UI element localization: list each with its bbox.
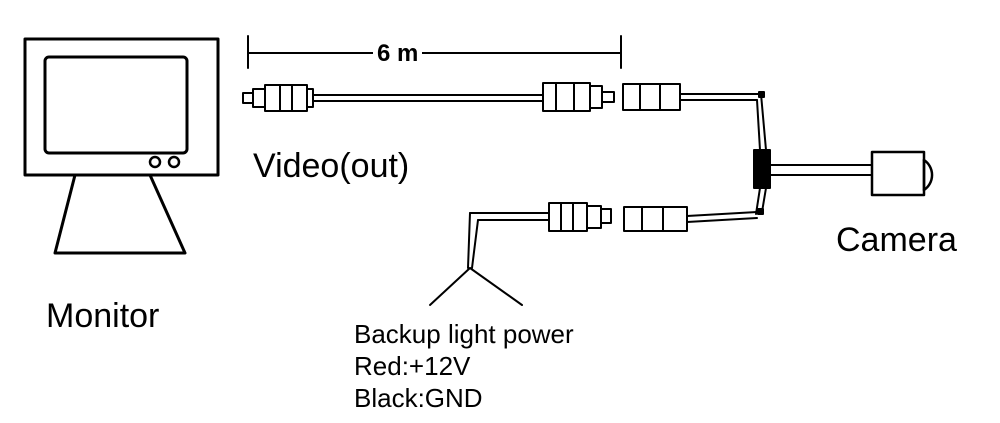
monitor-label: Monitor (46, 297, 160, 335)
power-black-label: Black:GND (354, 383, 483, 413)
cable-length-label: 6 m (373, 42, 423, 66)
monitor-icon (23, 37, 220, 255)
power-label-block: Backup light power Red:+12V Black:GND (354, 318, 574, 414)
video-out-label: Video(out) (253, 147, 410, 185)
power-red-label: Red:+12V (354, 351, 471, 381)
camera-video-connector (622, 83, 765, 111)
camera-icon (870, 150, 934, 197)
video-cable (242, 82, 615, 112)
camera-label: Camera (836, 221, 957, 259)
cable-length-dimension (247, 35, 622, 69)
power-title: Backup light power (354, 319, 574, 349)
split-cable (753, 93, 873, 215)
power-cable (429, 202, 758, 306)
